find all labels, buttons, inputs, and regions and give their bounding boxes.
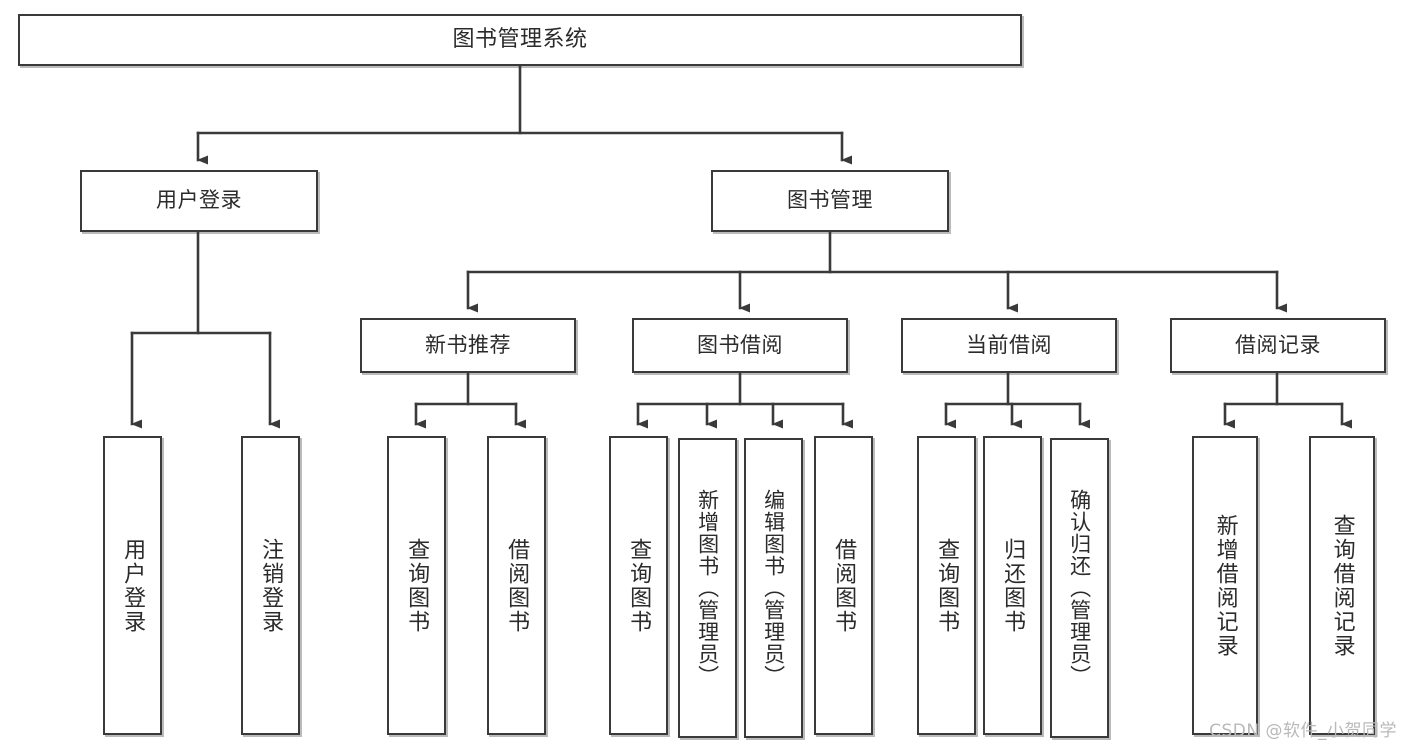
node-label: 归还图书	[1000, 537, 1026, 634]
node-label: 当前借阅	[966, 332, 1052, 357]
node-label: 用户登录	[120, 537, 146, 634]
node-user-login[interactable]: 用户登录	[80, 170, 318, 232]
node-root-book-management-system[interactable]: 图书管理系统	[18, 14, 1022, 66]
node-label: 借阅图书	[831, 537, 857, 634]
node-label: 查询图书	[626, 537, 652, 634]
node-label: 图书管理	[787, 188, 873, 213]
node-current-borrow[interactable]: 当前借阅	[901, 318, 1117, 373]
node-label: 查询借阅记录	[1329, 513, 1355, 658]
node-label: 借阅图书	[504, 537, 530, 634]
node-label: 图书管理系统	[452, 26, 588, 52]
leaf-borrow-book-under-book-borrow[interactable]: 借阅图书	[814, 436, 873, 735]
leaf-confirm-return-admin[interactable]: 确认归还（管理员）	[1050, 438, 1109, 738]
node-label: 借阅记录	[1235, 332, 1321, 357]
leaf-add-book-admin[interactable]: 新增图书（管理员）	[678, 438, 737, 738]
leaf-logout-login[interactable]: 注销登录	[241, 436, 300, 735]
leaf-query-book-under-book-borrow[interactable]: 查询图书	[609, 436, 668, 735]
leaf-edit-book-admin[interactable]: 编辑图书（管理员）	[744, 438, 803, 738]
leaf-return-book[interactable]: 归还图书	[983, 436, 1042, 735]
node-label: 新增图书（管理员）	[695, 489, 720, 687]
leaf-add-borrow-record[interactable]: 新增借阅记录	[1192, 436, 1258, 735]
node-book-management[interactable]: 图书管理	[711, 170, 949, 232]
leaf-query-book-under-current-borrow[interactable]: 查询图书	[917, 436, 976, 735]
leaf-query-borrow-record[interactable]: 查询借阅记录	[1309, 436, 1375, 735]
leaf-borrow-book-under-new-book-recommendation[interactable]: 借阅图书	[487, 436, 546, 735]
leaf-query-book-under-new-book-recommendation[interactable]: 查询图书	[387, 436, 446, 735]
node-label: 新书推荐	[425, 332, 511, 357]
node-label: 查询图书	[404, 537, 430, 634]
node-new-book-recommendation[interactable]: 新书推荐	[360, 318, 576, 373]
node-label: 注销登录	[258, 537, 284, 634]
node-borrow-record[interactable]: 借阅记录	[1170, 318, 1386, 373]
node-label: 查询图书	[934, 537, 960, 634]
node-label: 图书借阅	[697, 332, 783, 357]
leaf-user-login[interactable]: 用户登录	[103, 436, 162, 735]
node-label: 确认归还（管理员）	[1067, 489, 1092, 687]
node-label: 用户登录	[156, 188, 242, 213]
node-label: 新增借阅记录	[1212, 513, 1238, 658]
node-label: 编辑图书（管理员）	[761, 489, 786, 687]
node-book-borrow[interactable]: 图书借阅	[632, 318, 848, 373]
csdn-watermark: CSDN @软件_小贺同学	[1209, 721, 1397, 741]
